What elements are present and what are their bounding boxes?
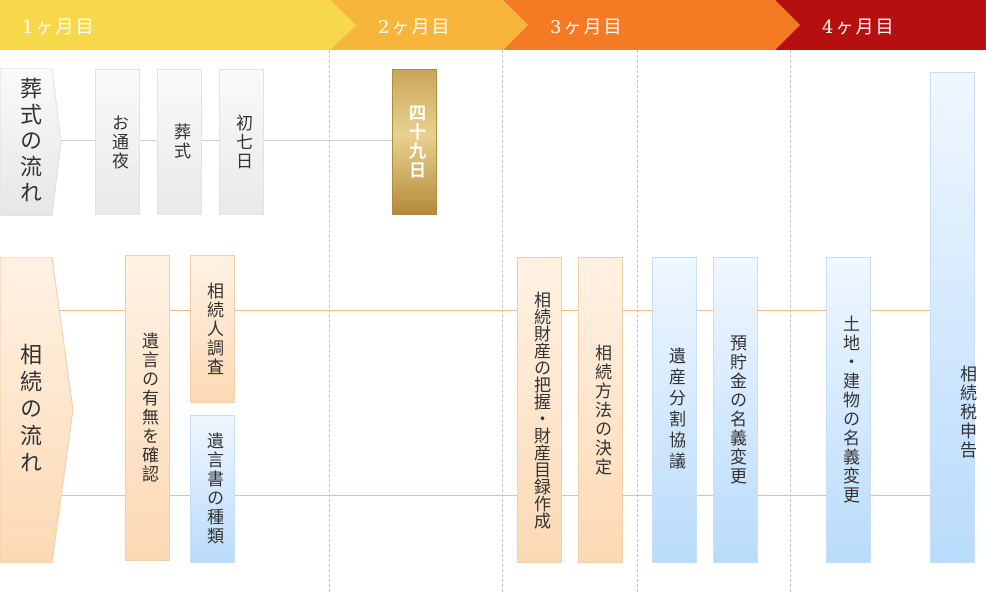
- month-3-band: [503, 0, 800, 50]
- step-will-types: 遺言書の種類: [190, 415, 235, 563]
- month-2-band: [330, 0, 528, 50]
- milestone-shijukunichi: 四十九日: [392, 69, 437, 215]
- inheritance-connector-line-upper: [60, 310, 936, 311]
- separator-month-3b: [637, 50, 638, 592]
- inheritance-row-title: 相続の流れ: [16, 342, 41, 478]
- month-4-band: [775, 0, 986, 50]
- step-asset-grasp: 相続財産の把握・財産目録作成: [517, 257, 562, 563]
- inheritance-row-header: [0, 257, 74, 563]
- step-shonanoka: 初七日: [219, 69, 264, 215]
- month-1-band: [0, 0, 356, 50]
- inheritance-connector-line-lower: [60, 495, 936, 496]
- month-2-label: 2ヶ月目: [378, 17, 452, 38]
- step-tax-return: 相続税申告: [930, 72, 976, 563]
- step-division-talks: 遺産分割協議: [652, 257, 697, 563]
- step-deposit-transfer: 預貯金の名義変更: [713, 257, 758, 563]
- separator-month-3: [502, 50, 503, 592]
- step-property-transfer: 土地・建物の名義変更: [826, 257, 871, 563]
- step-method-decision: 相続方法の決定: [578, 257, 623, 563]
- step-otsuya: お通夜: [95, 69, 140, 215]
- step-will-check: 遺言の有無を確認: [125, 255, 170, 561]
- month-timeline: [0, 0, 986, 50]
- month-4-label: 4ヶ月目: [822, 17, 896, 38]
- month-1-label: 1ヶ月目: [22, 17, 96, 38]
- step-soushiki: 葬式: [157, 69, 202, 215]
- step-heir-survey: 相続人調査: [190, 255, 235, 403]
- funeral-row-header: [0, 68, 62, 216]
- funeral-row-title: 葬式の流れ: [16, 77, 41, 207]
- separator-month-4: [790, 50, 791, 592]
- month-3-label: 3ヶ月目: [550, 17, 624, 38]
- separator-month-2: [329, 50, 330, 592]
